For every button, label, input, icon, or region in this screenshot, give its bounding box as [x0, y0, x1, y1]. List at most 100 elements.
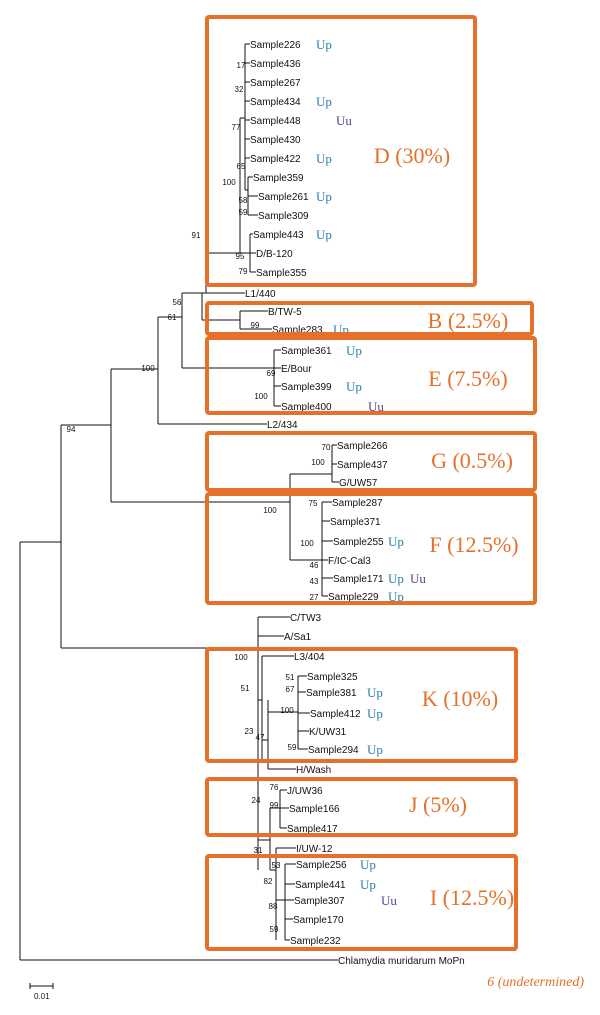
leaf-sample307: Sample307	[294, 896, 345, 907]
bootstrap-value: 69	[267, 369, 276, 378]
tag-up: Up	[316, 151, 332, 166]
bootstrap-value: 100	[311, 458, 325, 467]
leaf-sample436: Sample436	[250, 59, 301, 70]
leaf-j-uw36: J/UW36	[287, 786, 323, 797]
leaf-sample294: Sample294	[308, 745, 359, 756]
tree-branches	[19, 43, 339, 961]
tag-uu: Uu	[368, 399, 384, 414]
leaf-sample283: Sample283	[272, 325, 323, 336]
bootstrap-value: 47	[256, 733, 265, 742]
leaf-sample441: Sample441	[295, 880, 346, 891]
bootstrap-value: 76	[270, 783, 279, 792]
bootstrap-value: 51	[286, 673, 295, 682]
group-k-label: K (10%)	[422, 686, 498, 711]
leaf-sample412: Sample412	[310, 709, 361, 720]
leaf-sample166: Sample166	[289, 804, 340, 815]
tag-up: Up	[360, 857, 376, 872]
leaf-sample256: Sample256	[296, 860, 347, 871]
leaf-sample170: Sample170	[293, 915, 344, 926]
bootstrap-value: 77	[232, 123, 241, 132]
group-d-label: D (30%)	[374, 143, 450, 168]
bootstrap-value: 46	[310, 561, 319, 570]
bootstrap-value: 70	[322, 443, 331, 452]
bootstrap-value: 79	[239, 267, 248, 276]
leaf-sample255: Sample255	[333, 537, 384, 548]
group-f-box	[205, 492, 537, 605]
tag-uu: Uu	[410, 571, 426, 586]
bootstrap-value: 95	[236, 252, 245, 261]
tag-up: Up	[388, 534, 404, 549]
leaf-sample361: Sample361	[281, 346, 332, 357]
leaf-b-tw-5: B/TW-5	[268, 307, 302, 318]
leaf-sample309: Sample309	[258, 211, 309, 222]
genotype-boxes: D (30%) B (2.5%) E (7.5%) G (0.5%) F (12.5%)…	[205, 15, 537, 951]
tag-up: Up	[367, 706, 383, 721]
group-b-label: B (2.5%)	[428, 308, 509, 333]
leaf-sample359: Sample359	[253, 173, 304, 184]
group-j-box	[205, 777, 518, 837]
tag-up: Up	[316, 189, 332, 204]
bootstrap-value: 94	[67, 425, 76, 434]
leaf-sample232: Sample232	[290, 936, 341, 947]
group-i-label: I (12.5%)	[430, 885, 514, 910]
group-g-box	[205, 431, 537, 492]
leaf-i-uw-12: I/UW-12	[296, 844, 333, 855]
bootstrap-value: 91	[192, 231, 201, 240]
leaf-chlamydia-muridarum-mopn: Chlamydia muridarum MoPn	[338, 956, 465, 967]
bootstrap-value: 100	[280, 706, 294, 715]
bootstrap-value: 51	[241, 684, 250, 693]
leaf-sample434: Sample434	[250, 97, 301, 108]
tag-up: Up	[367, 685, 383, 700]
leaf-sample448: Sample448	[250, 116, 301, 127]
bootstrap-value: 100	[254, 392, 268, 401]
leaf-sample430: Sample430	[250, 135, 301, 146]
undetermined-note: 6 (undetermined)	[487, 975, 584, 990]
leaf-g-uw57: G/UW57	[339, 478, 378, 489]
leaf-a-sa1: A/Sa1	[284, 632, 312, 643]
bootstrap-value: 99	[270, 801, 279, 810]
leaf-sample381: Sample381	[306, 688, 357, 699]
group-d-box	[205, 15, 477, 287]
tag-up: Up	[388, 589, 404, 604]
tag-up: Up	[316, 37, 332, 52]
leaf-l1-440: L1/440	[245, 289, 276, 300]
bootstrap-value: 67	[286, 685, 295, 694]
group-f-label: F (12.5%)	[429, 532, 518, 557]
leaf-l2-434: L2/434	[267, 420, 298, 431]
leaf-sample267: Sample267	[250, 78, 301, 89]
leaf-d-b-120: D/B-120	[256, 249, 293, 260]
bootstrap-value: 58	[239, 196, 248, 205]
leaf-sample229: Sample229	[328, 592, 379, 603]
tag-up: Up	[360, 877, 376, 892]
bootstrap-value: 43	[310, 577, 319, 586]
bootstrap-value: 100	[141, 364, 155, 373]
group-k-box	[205, 647, 518, 763]
leaf-c-tw3: C/TW3	[290, 613, 322, 624]
scale-bar-label: 0.01	[34, 992, 50, 1001]
bootstrap-value: 27	[310, 593, 319, 602]
tag-up: Up	[316, 94, 332, 109]
leaf-sample443: Sample443	[253, 230, 304, 241]
bootstrap-value: 100	[222, 178, 236, 187]
tag-uu: Uu	[381, 893, 397, 908]
group-e-label: E (7.5%)	[428, 366, 507, 391]
leaf-sample371: Sample371	[330, 517, 381, 528]
group-b-box	[205, 301, 534, 336]
bootstrap-value: 75	[309, 499, 318, 508]
tag-up: Up	[367, 742, 383, 757]
bootstrap-value: 82	[264, 877, 273, 886]
group-g-label: G (0.5%)	[431, 448, 513, 473]
leaf-f-ic-cal3: F/IC-Cal3	[328, 556, 371, 567]
bootstrap-value: 59	[270, 925, 279, 934]
leaf-sample261: Sample261	[258, 192, 309, 203]
scale-bar: 0.01	[29, 983, 54, 1001]
leaf-sample325: Sample325	[307, 672, 358, 683]
leaf-sample417: Sample417	[287, 824, 338, 835]
group-j-label: J (5%)	[409, 792, 467, 817]
bootstrap-value: 100	[300, 539, 314, 548]
tag-up: Up	[388, 571, 404, 586]
tag-up: Up	[346, 379, 362, 394]
bootstrap-value: 100	[263, 506, 277, 515]
